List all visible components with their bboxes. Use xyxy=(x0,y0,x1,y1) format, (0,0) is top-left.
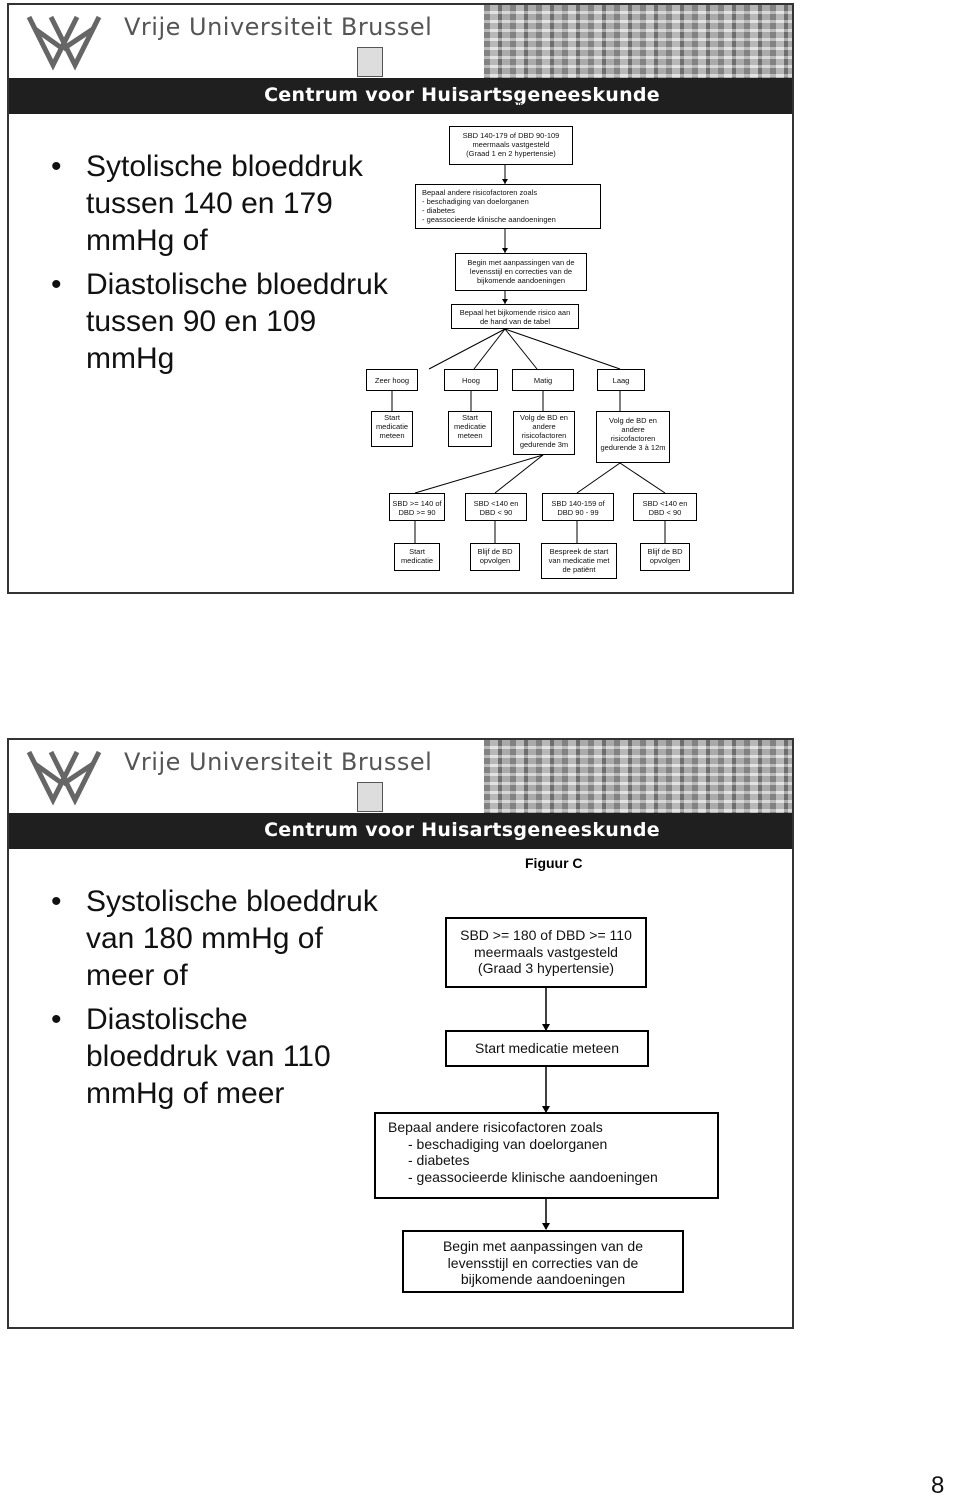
slide-banner: Vrije Universiteit Brussel xyxy=(9,740,792,848)
result-box: Bespreek de start van medicatie met de p… xyxy=(541,543,617,579)
centrum-title: Centrum voor Huisartsgeneeskunde xyxy=(264,819,660,841)
vub-logo-icon xyxy=(26,750,102,806)
result-box: Start medicatie xyxy=(394,543,440,571)
figure-label: Figuur C xyxy=(525,855,583,871)
risk-level-box: Laag xyxy=(597,369,645,391)
university-name: Vrije Universiteit Brussel xyxy=(124,13,433,41)
outcome-box: SBD <140 en DBD < 90 xyxy=(465,493,527,521)
university-name: Vrije Universiteit Brussel xyxy=(124,748,433,776)
centrum-bar: Centrum voor Huisartsgeneeskunde xyxy=(9,813,792,849)
action-box: Start medicatie meteen xyxy=(448,411,492,447)
flow-box-lifestyle: Begin met aanpassingen van de levensstij… xyxy=(455,253,587,291)
bullet-list: •Sytolische bloeddruk tussen 140 en 179 … xyxy=(51,148,396,377)
result-box: Blijf de BD opvolgen xyxy=(640,543,690,571)
flow-box-diagnosis: SBD >= 180 of DBD >= 110 meermaals vastg… xyxy=(445,917,647,988)
bullet-list: •Systolische bloeddruk van 180 mmHg of m… xyxy=(51,883,396,1112)
seal-icon xyxy=(357,782,383,812)
result-box: Blijf de BD opvolgen xyxy=(470,543,520,571)
risk-level-box: Hoog xyxy=(444,369,498,391)
seal-icon xyxy=(357,47,383,77)
outcome-box: SBD >= 140 of DBD >= 90 xyxy=(389,493,445,521)
flow-box-diagnosis: SBD 140-179 of DBD 90-109 meermaals vast… xyxy=(449,126,573,165)
outcome-box: SBD <140 en DBD < 90 xyxy=(633,493,697,521)
flow-box-risk-factors: Bepaal andere risicofactoren zoals - bes… xyxy=(415,184,601,229)
vub-logo-icon xyxy=(26,15,102,71)
action-box: Volg de BD en andere risicofactoren gedu… xyxy=(513,411,575,455)
slide-figure-b: Vrije Universiteit Brussel Centrum voor … xyxy=(7,3,794,594)
action-box: Volg de BD en andere risicofactoren gedu… xyxy=(596,411,670,463)
outcome-box: SBD 140-159 of DBD 90 - 99 xyxy=(542,493,614,521)
slide-banner: Vrije Universiteit Brussel xyxy=(9,5,792,113)
flow-box-start-medication: Start medicatie meteen xyxy=(445,1030,649,1067)
flow-box-lifestyle: Begin met aanpassingen van de levensstij… xyxy=(402,1230,684,1293)
action-box: Start medicatie meteen xyxy=(371,411,413,447)
flow-box-risk-factors: Bepaal andere risicofactoren zoals - bes… xyxy=(374,1112,719,1199)
bullet-item: •Sytolische bloeddruk tussen 140 en 179 … xyxy=(51,150,363,257)
bullet-item: •Diastolische bloeddruk tussen 90 en 109… xyxy=(51,268,388,375)
risk-level-box: Zeer hoog xyxy=(366,369,418,391)
slide-figure-c: Vrije Universiteit Brussel Centrum voor … xyxy=(7,738,794,1329)
centrum-title: Centrum voor Huisartsgeneeskunde xyxy=(264,84,660,106)
figure-label: Figuur B xyxy=(497,100,532,110)
bullet-item: •Systolische bloeddruk van 180 mmHg of m… xyxy=(51,885,378,992)
risk-level-box: Matig xyxy=(512,369,574,391)
flow-box-assess-risk: Bepaal het bijkomende risico aan de hand… xyxy=(451,304,579,329)
page-number: 8 xyxy=(931,1472,945,1499)
bullet-item: •Diastolische bloeddruk van 110 mmHg of … xyxy=(51,1003,331,1110)
centrum-bar: Centrum voor Huisartsgeneeskunde xyxy=(9,78,792,114)
